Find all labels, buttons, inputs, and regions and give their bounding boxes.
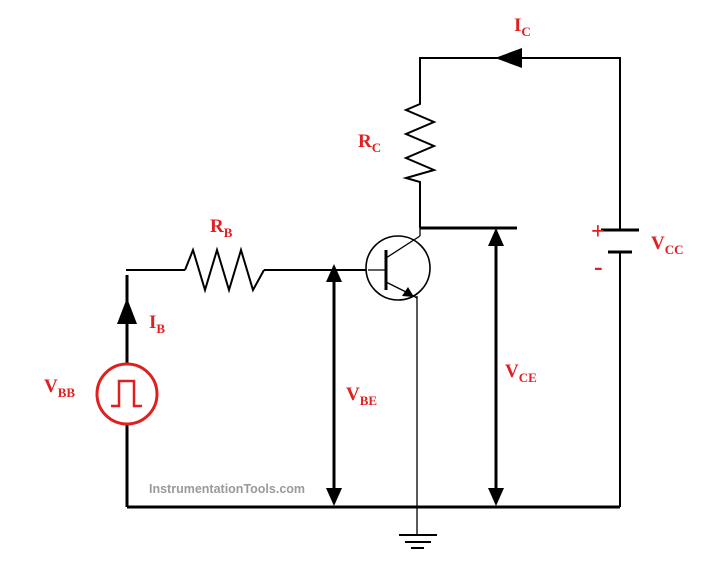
ic-arrow-icon — [495, 48, 522, 68]
vce-label: VCE — [505, 361, 537, 385]
collector-supply-wire — [419, 57, 621, 230]
npn-transistor — [365, 228, 431, 301]
base-left-wire — [126, 269, 185, 271]
watermark: InstrumentationTools.com — [149, 482, 305, 496]
vcc-label: VCC — [651, 233, 684, 257]
rb-label: RB — [210, 216, 233, 240]
ic-label: IC — [514, 15, 531, 39]
ib-arrow-icon — [117, 298, 137, 324]
square-wave-source-icon — [95, 362, 159, 426]
battery-icon — [601, 228, 639, 254]
emitter-link — [409, 293, 418, 299]
collector-resistor — [402, 102, 437, 228]
vce-arrow — [488, 228, 504, 506]
rc-label: RC — [358, 131, 381, 155]
ground-icon — [399, 534, 437, 549]
battery-plus-label: + — [591, 219, 605, 245]
vbb-label: VBB — [44, 376, 75, 400]
vbe-label: VBE — [346, 384, 377, 408]
vbe-arrow — [326, 264, 342, 506]
ib-label: IB — [149, 312, 165, 336]
base-resistor — [184, 246, 265, 294]
battery-minus-label: - — [594, 252, 603, 281]
